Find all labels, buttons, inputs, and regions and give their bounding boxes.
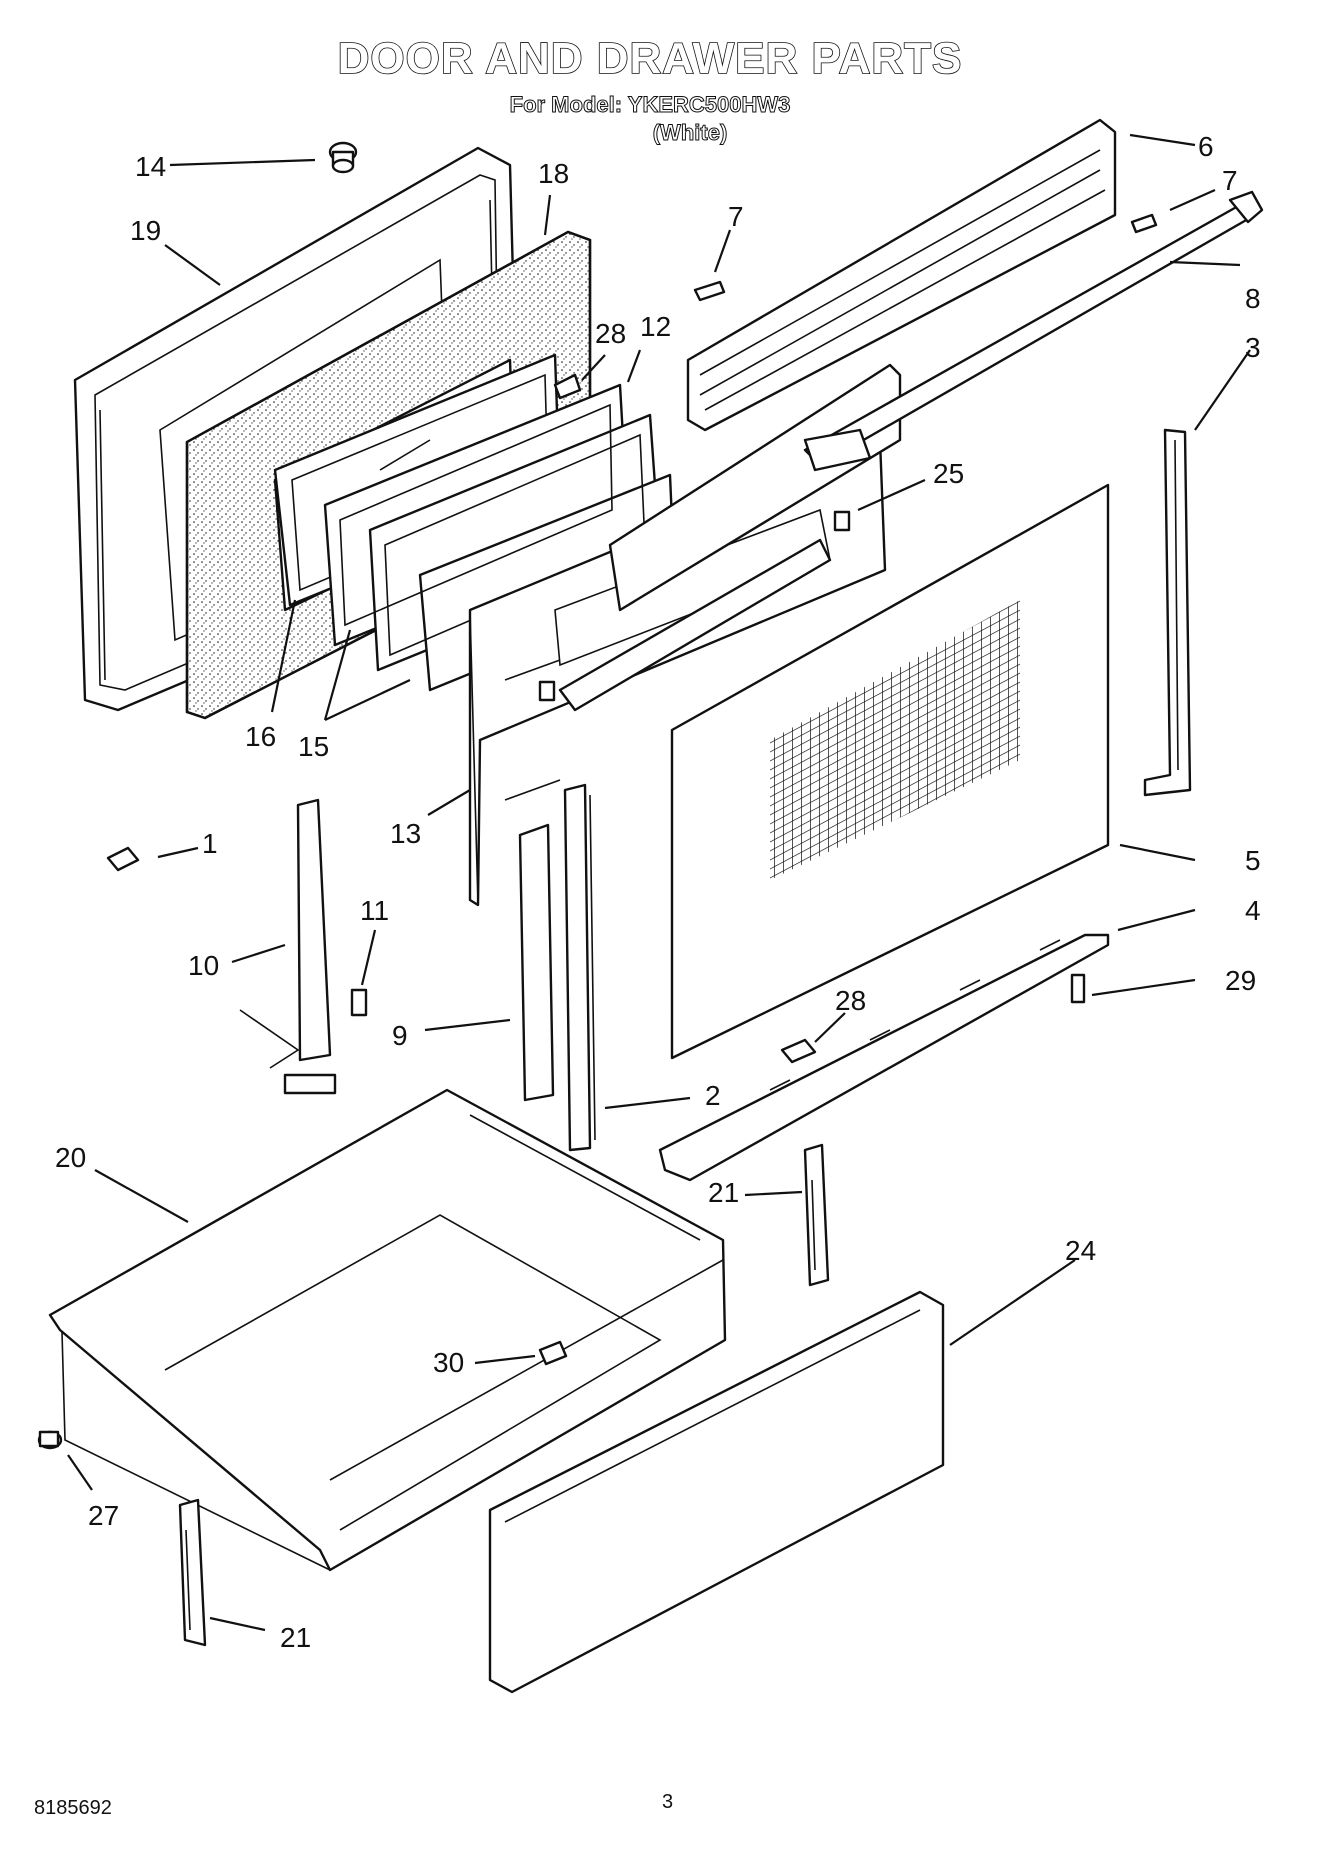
callout-11: 11 — [360, 895, 389, 926]
part-8-door-handle — [803, 190, 1264, 472]
callout-21-upper: 21 — [708, 1177, 739, 1208]
page-number: 3 — [662, 1791, 674, 1813]
callout-16: 16 — [245, 721, 276, 752]
part-21-drawer-slide-lower — [178, 1498, 207, 1647]
callout-3: 3 — [1245, 332, 1261, 363]
part-21-drawer-slide-upper — [803, 1143, 830, 1287]
callout-24: 24 — [1065, 1235, 1096, 1266]
part-7-screw — [693, 213, 1158, 302]
part-10-door-hinge — [239, 798, 337, 1095]
part-4-door-bottom-trim — [658, 933, 1110, 1182]
callout-4: 4 — [1245, 895, 1261, 926]
part-2-door-side-trim — [563, 783, 596, 1152]
part-30-screw — [538, 1340, 568, 1366]
page-title: DOOR AND DRAWER PARTS — [337, 33, 963, 84]
model-line: For Model: YKERC500HW3 — [509, 92, 791, 118]
part-11-screw — [350, 988, 368, 1017]
callout-13: 13 — [390, 818, 421, 849]
part-28-clip-upper — [553, 373, 582, 400]
leader-lines — [67, 133, 1251, 1632]
callout-21-lower: 21 — [280, 1622, 311, 1653]
callout-18: 18 — [538, 158, 569, 189]
callout-14: 14 — [135, 151, 166, 182]
callout-12: 12 — [640, 311, 671, 342]
callout-labels: 14 19 18 28 12 7 6 7 8 3 25 16 15 13 1 1… — [55, 131, 1261, 1653]
callout-20: 20 — [55, 1142, 86, 1173]
part-6-vent-trim — [686, 118, 1117, 432]
callout-5: 5 — [1245, 845, 1261, 876]
callout-30: 30 — [433, 1347, 464, 1378]
part-27-drawer-bumper — [37, 1430, 63, 1450]
callout-15: 15 — [298, 731, 329, 762]
callout-1: 1 — [202, 828, 218, 859]
callout-28-lower: 28 — [835, 985, 866, 1016]
part-5-outer-door-panel — [670, 483, 1110, 1060]
callout-8: 8 — [1245, 283, 1261, 314]
callout-28-upper: 28 — [595, 318, 626, 349]
document-number: 8185692 — [34, 1797, 112, 1819]
callout-27: 27 — [88, 1500, 119, 1531]
part-3-door-side-trim-right — [1143, 428, 1192, 797]
callout-25: 25 — [933, 458, 964, 489]
part-1-clip — [106, 846, 140, 872]
part-25-handle-bracket — [538, 510, 851, 712]
callout-7-right: 7 — [1222, 165, 1238, 196]
part-24-drawer-panel — [488, 1290, 945, 1694]
callout-19: 19 — [130, 215, 161, 246]
callout-29: 29 — [1225, 965, 1256, 996]
part-9-door-side-trim — [518, 823, 555, 1102]
callout-6: 6 — [1198, 131, 1214, 162]
part-20-drawer — [48, 1088, 727, 1572]
part-14-bumper — [328, 141, 358, 174]
callout-2: 2 — [705, 1080, 721, 1111]
part-29-screw — [1070, 973, 1086, 1004]
color-line: (White) — [652, 120, 728, 146]
callout-7-left: 7 — [728, 201, 744, 232]
callout-10: 10 — [188, 950, 219, 981]
part-28-clip — [780, 1038, 817, 1064]
callout-9: 9 — [392, 1020, 408, 1051]
